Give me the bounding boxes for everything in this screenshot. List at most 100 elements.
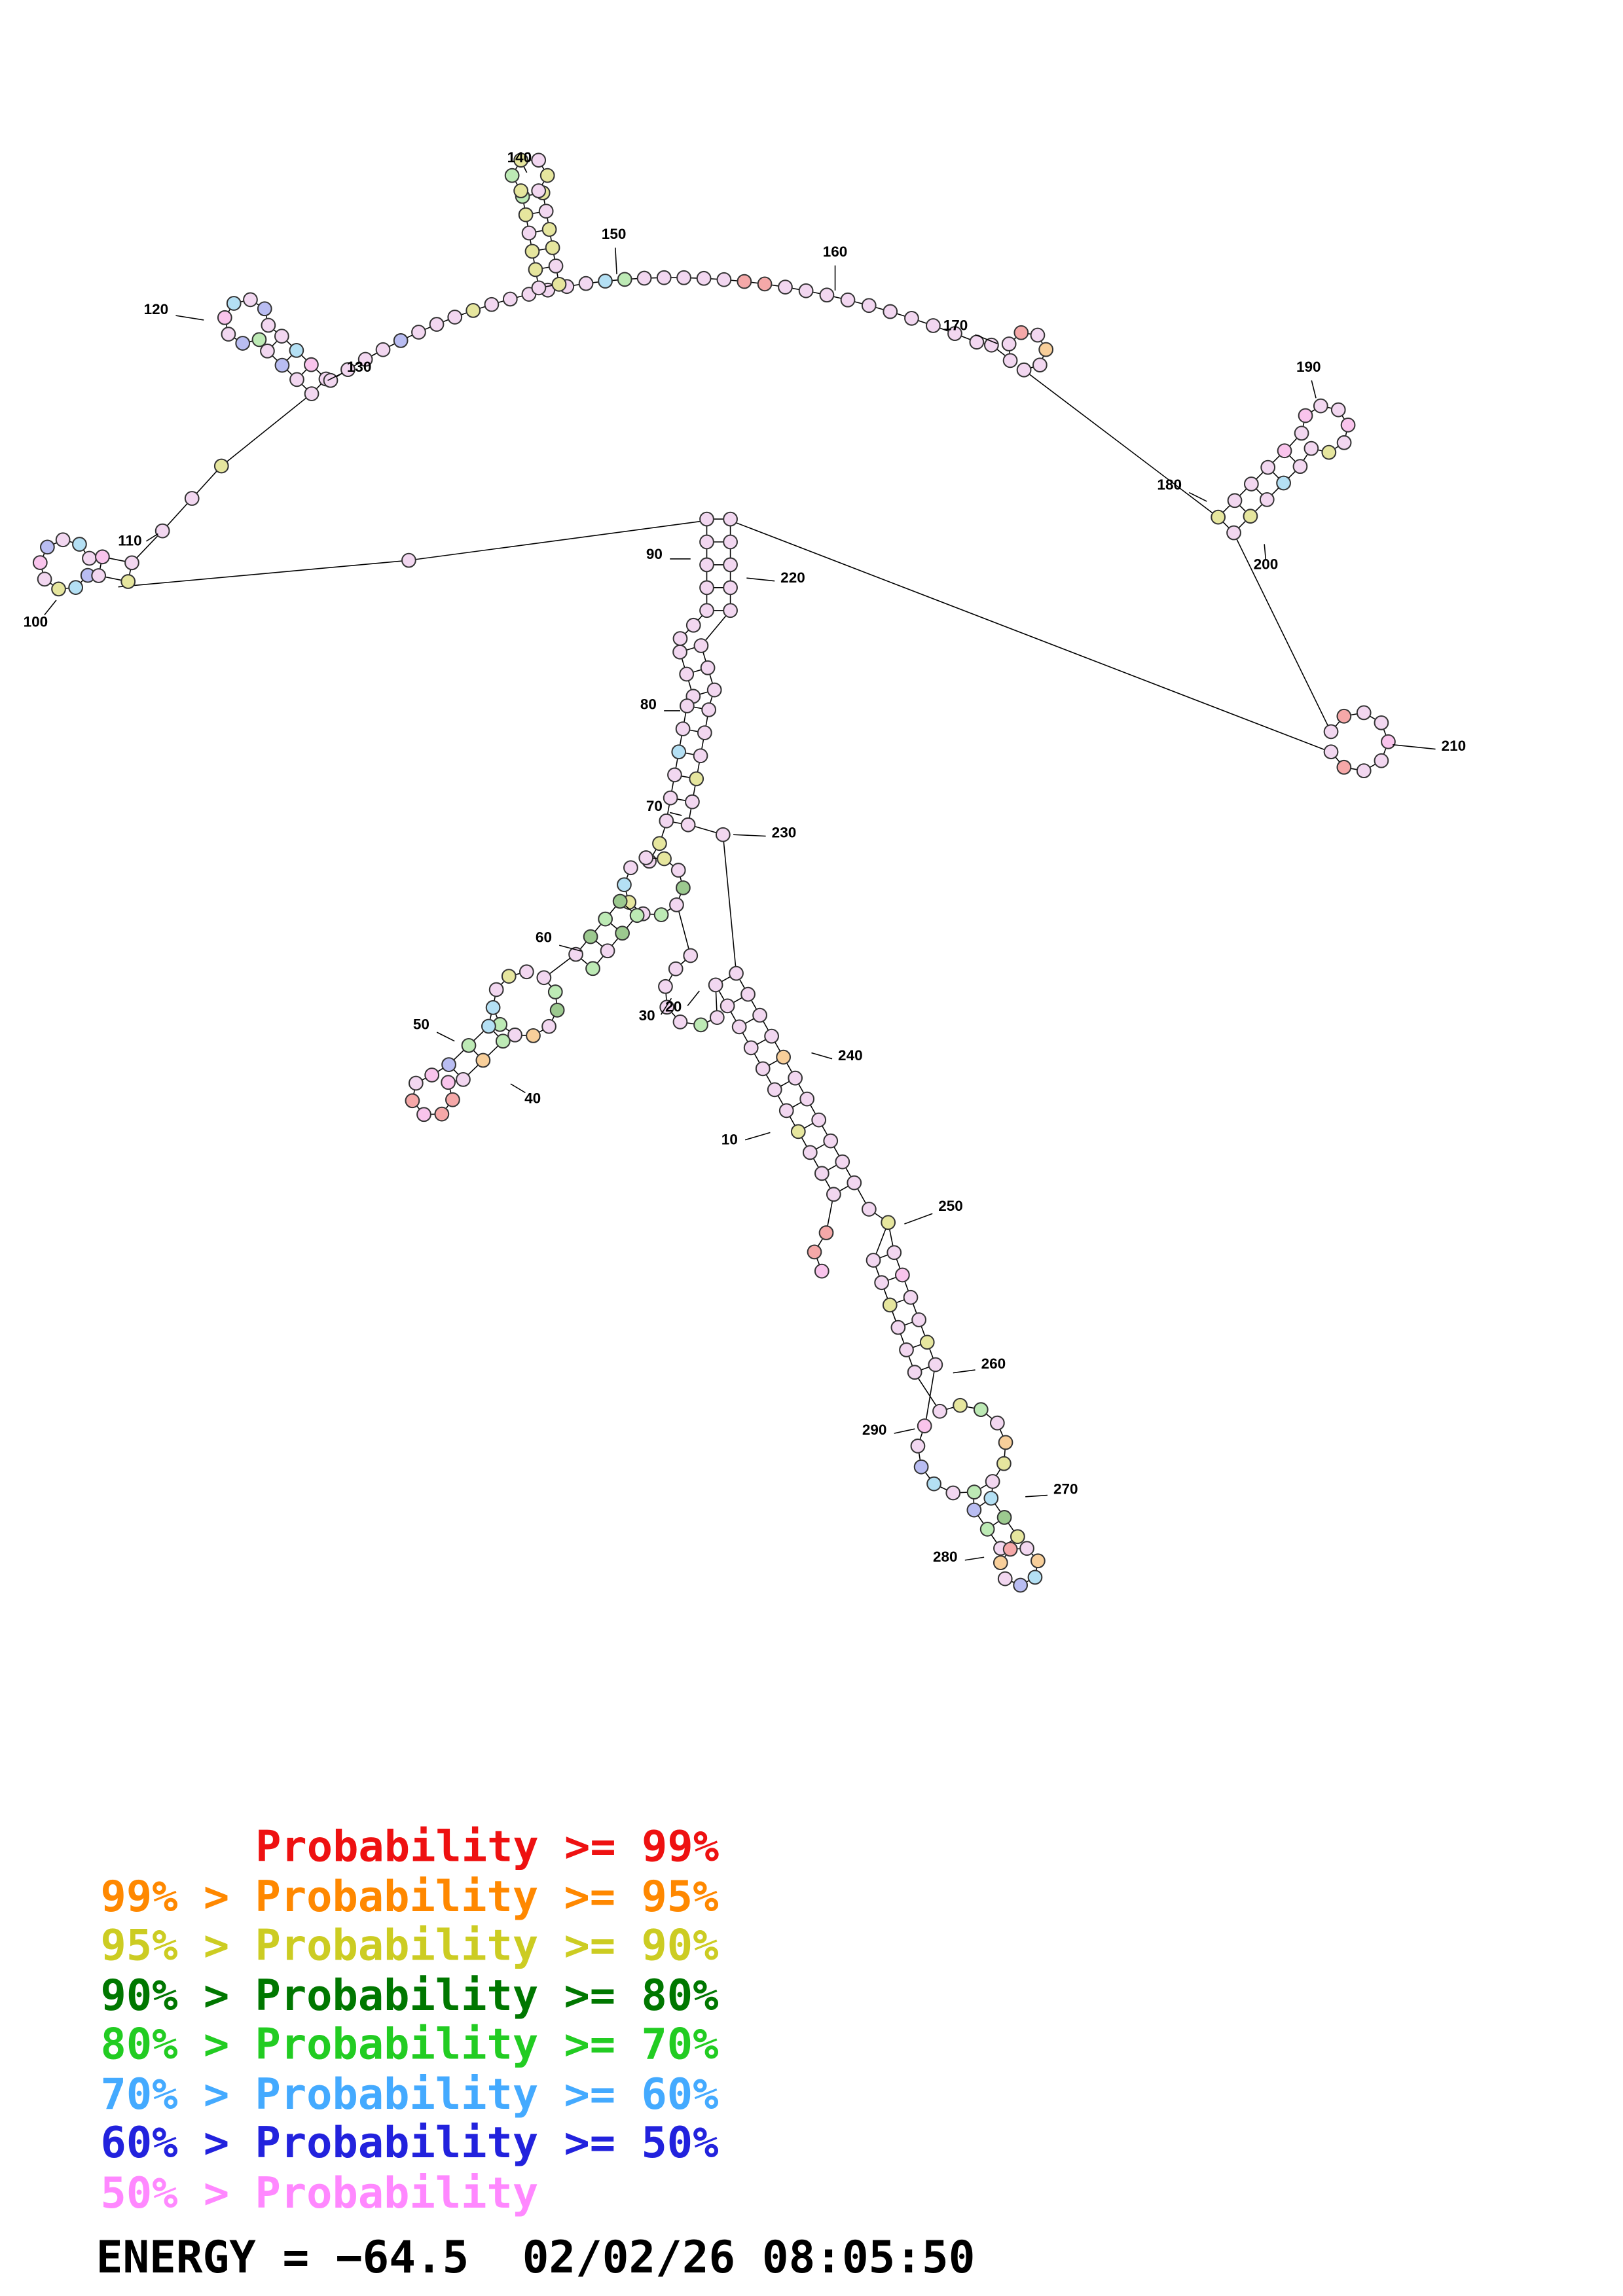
nucleotide [996,1510,1012,1525]
nucleotide [536,970,552,986]
nucleotide [996,1456,1012,1471]
nucleotide [917,1418,932,1434]
nucleotide [1211,509,1226,525]
nucleotide [539,168,555,183]
nucleotide [699,511,714,527]
energy-text: ENERGY = −64.5 02/02/26 08:05:50 [96,2231,976,2283]
nucleotide [708,977,723,993]
nucleotide [925,318,941,333]
nucleotide [693,1017,708,1033]
position-label: 70 [646,798,663,814]
nucleotide [1019,1541,1034,1556]
nucleotide [475,1052,491,1068]
nucleotide [798,283,814,298]
backbone-link [1023,369,1219,518]
nucleotide [788,1070,803,1086]
nucleotide [531,152,547,168]
nucleotide [1321,444,1337,460]
nucleotide [672,1014,688,1030]
position-label: 240 [838,1047,863,1064]
nucleotide [907,1365,922,1380]
nucleotide [274,357,290,373]
nucleotide [393,333,409,348]
nucleotide [693,638,709,653]
nucleotide [874,1275,890,1291]
nucleotide [903,1289,919,1305]
nucleotide [913,1459,929,1475]
nucleotide [899,1342,914,1357]
nucleotide [1323,744,1339,760]
nucleotide [91,568,107,583]
nucleotide [932,1403,947,1419]
nucleotide [672,631,688,646]
legend-line-p50: 60% > Probability >= 50% [101,2118,719,2168]
position-label: 80 [640,696,657,713]
position-label: 170 [943,317,968,334]
label-tick [44,600,57,616]
position-label: 180 [1157,476,1182,493]
nucleotide [82,550,97,566]
label-tick [327,372,343,381]
label-tick [964,1556,985,1561]
nucleotide [184,491,200,506]
nucleotide [1381,734,1396,749]
nucleotide [251,332,267,348]
position-label: 210 [1442,738,1467,754]
nucleotide [447,310,463,325]
backbone-link [409,520,707,561]
position-label: 140 [507,149,532,166]
nucleotide [1292,459,1308,475]
nucleotide [405,1093,420,1109]
legend-line-p95: 99% > Probability >= 95% [101,1872,719,1922]
nucleotide [424,1067,440,1083]
nucleotide [623,860,638,876]
nucleotide [485,1000,501,1015]
nucleotide [615,925,630,941]
label-tick [953,1369,976,1374]
nucleotide [919,1335,935,1350]
position-label: 130 [347,359,372,375]
label-tick [733,834,766,837]
nucleotide [68,580,84,596]
backbone-link [221,393,312,467]
position-label: 50 [413,1016,429,1033]
nucleotide [226,296,242,311]
nucleotide [501,969,517,984]
nucleotide [699,534,714,550]
nucleotide [685,794,700,810]
nucleotide [866,1253,881,1268]
nucleotide [323,372,338,388]
nucleotide [928,1357,943,1372]
backbone-link [914,1372,941,1412]
nucleotide [551,276,567,292]
backbone-link [722,834,737,974]
nucleotide [408,1075,424,1091]
nucleotide [598,911,613,927]
nucleotide [1243,509,1258,524]
nucleotide [583,929,598,944]
nucleotide [683,948,699,963]
nucleotide [723,557,738,573]
nucleotide [997,1571,1013,1587]
label-tick [904,1213,933,1225]
label-tick [436,1031,455,1042]
nucleotide [676,880,691,895]
nucleotide [598,274,613,289]
nucleotide [723,603,738,619]
nucleotide [731,1019,747,1035]
nucleotide [752,1007,767,1023]
nucleotide [740,986,756,1002]
nucleotide [669,897,684,912]
position-label: 280 [933,1549,958,1565]
nucleotide [1243,476,1259,492]
nucleotide [802,1145,818,1160]
position-label: 190 [1296,359,1321,375]
nucleotide [672,644,687,660]
nucleotide [95,549,110,565]
nucleotide [37,571,52,587]
nucleotide [847,1175,862,1191]
nucleotide [261,317,276,333]
nucleotide [676,270,691,285]
nucleotide [1276,475,1291,491]
nucleotide [799,1091,815,1107]
